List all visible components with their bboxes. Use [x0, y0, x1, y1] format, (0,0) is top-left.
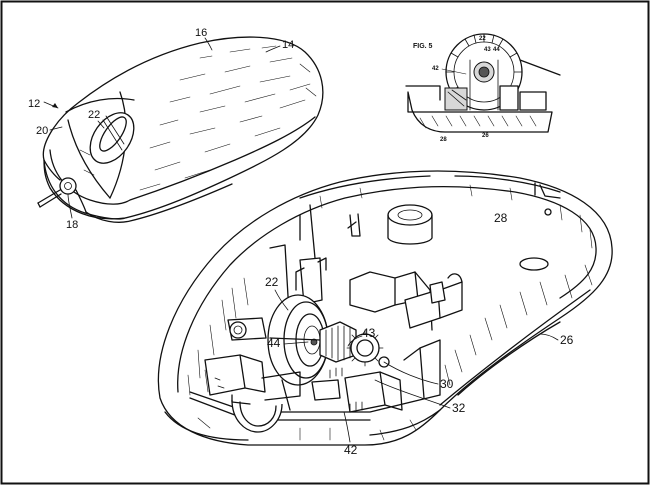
- fig5-ref-43: 43: [484, 47, 491, 53]
- ref-22-mouse: 22: [88, 109, 100, 121]
- leader-22-mouse: [97, 120, 105, 129]
- leader-32: [374, 379, 451, 409]
- ref-14: 14: [282, 39, 294, 51]
- housing-hatching: [187, 184, 593, 441]
- fig5-ref-42: 42: [432, 66, 439, 72]
- ref-18: 18: [66, 219, 78, 231]
- ref-12: 12: [28, 98, 40, 110]
- leader-20: [49, 126, 63, 131]
- housing-ref-labels: 28 26 22 44 43 30 32 42: [265, 211, 574, 457]
- leader-44: [283, 341, 309, 345]
- arrow-12: [52, 103, 58, 108]
- mouse-ref-labels: 16 14 12 20 22 18: [28, 27, 294, 231]
- fig5-ref-26: 26: [482, 133, 489, 139]
- ref-42: 42: [344, 443, 358, 457]
- open-housing: [157, 170, 613, 446]
- fig5-hatching: [419, 115, 537, 129]
- shell-hatching: [79, 45, 317, 191]
- fig5-detail: FIG. 5 22 43 44 42 2: [405, 33, 561, 143]
- fig5-ref-22: 22: [479, 36, 486, 42]
- leader-22-open: [274, 289, 289, 311]
- fig5-title: FIG. 5: [413, 43, 433, 50]
- fig5-ref-44: 44: [493, 47, 500, 53]
- ref-32: 32: [452, 401, 466, 415]
- leader-16: [204, 37, 213, 51]
- ref-30: 30: [440, 377, 454, 391]
- leader-30: [383, 361, 439, 385]
- ref-22-open: 22: [265, 275, 279, 289]
- ref-43: 43: [362, 326, 376, 340]
- ref-44: 44: [267, 336, 281, 350]
- leader-42: [343, 411, 351, 443]
- leader-43: [347, 335, 363, 347]
- ref-26: 26: [560, 333, 574, 347]
- fig5-ref-28: 28: [440, 137, 447, 143]
- fig5-leader-42: [441, 68, 467, 75]
- gear-teeth: [346, 329, 384, 367]
- ref-16: 16: [195, 27, 207, 39]
- leader-18: [67, 193, 73, 219]
- leader-14: [265, 45, 281, 53]
- pcb-pins: [214, 367, 363, 413]
- leader-26: [539, 333, 559, 341]
- ref-28: 28: [494, 211, 508, 225]
- assembled-mouse: [37, 36, 324, 223]
- ref-20: 20: [36, 125, 48, 137]
